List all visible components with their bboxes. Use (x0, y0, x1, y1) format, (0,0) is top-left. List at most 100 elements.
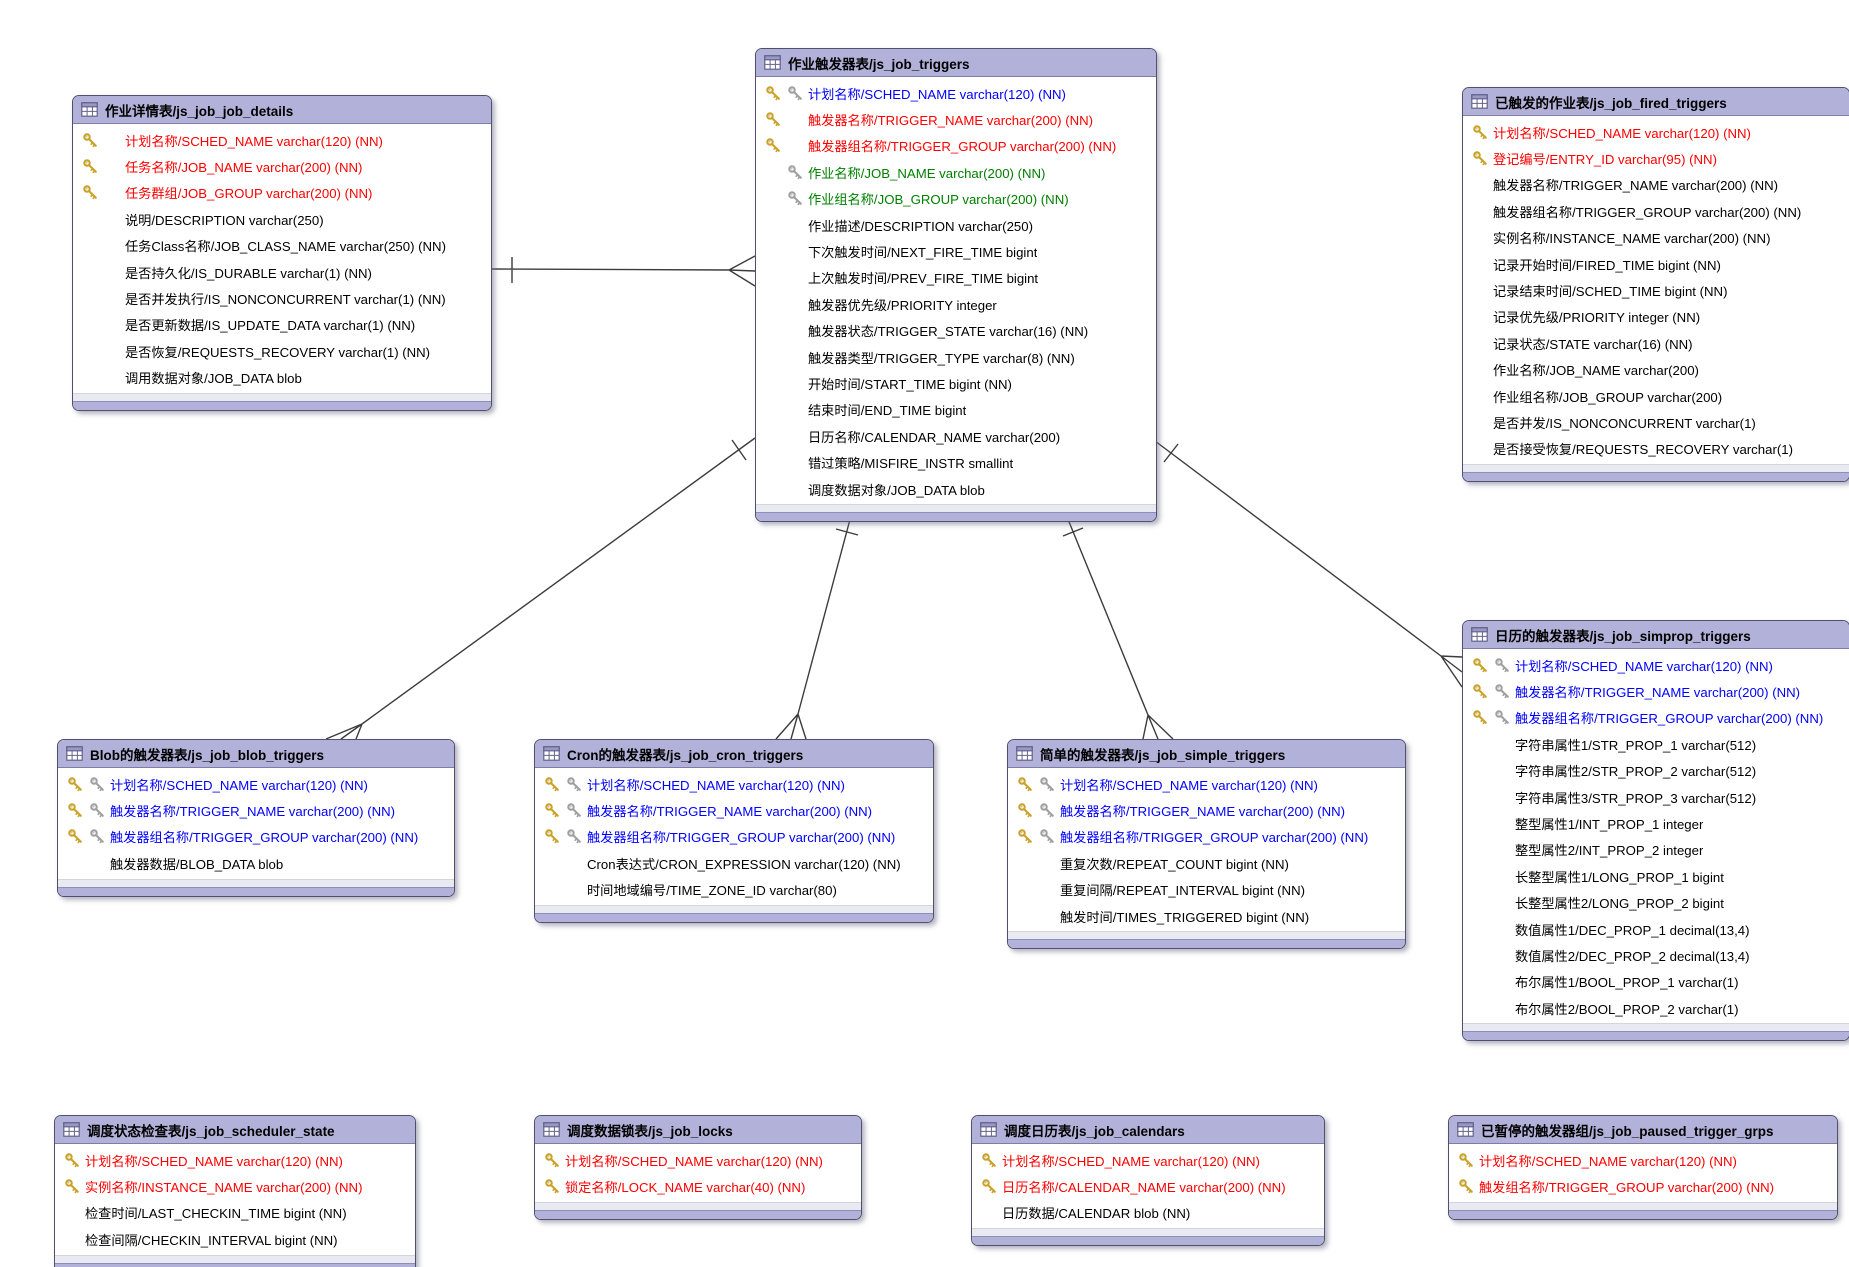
field-row[interactable]: 触发器组名称/TRIGGER_GROUP varchar(200) (NN) (762, 133, 1152, 159)
field-row[interactable]: 是否接受恢复/REQUESTS_RECOVERY varchar(1) (1469, 436, 1845, 462)
field-row[interactable]: 开始时间/START_TIME bigint (NN) (762, 370, 1152, 396)
field-row[interactable]: 布尔属性1/BOOL_PROP_1 varchar(1) (1469, 969, 1845, 995)
field-row[interactable]: 任务Class名称/JOB_CLASS_NAME varchar(250) (N… (79, 233, 487, 259)
field-row[interactable]: 重复次数/REPEAT_COUNT bigint (NN) (1014, 850, 1401, 876)
field-row[interactable]: 计划名称/SCHED_NAME varchar(120) (NN) (978, 1147, 1320, 1173)
field-row[interactable]: 调度数据对象/JOB_DATA blob (762, 476, 1152, 502)
table-header[interactable]: 调度状态检查表/js_job_scheduler_state (55, 1116, 415, 1144)
table-header[interactable]: 作业详情表/js_job_job_details (73, 96, 491, 124)
field-row[interactable]: 触发器名称/TRIGGER_NAME varchar(200) (NN) (64, 797, 450, 823)
field-row[interactable]: 触发器名称/TRIGGER_NAME varchar(200) (NN) (762, 106, 1152, 132)
field-row[interactable]: 数值属性1/DEC_PROP_1 decimal(13,4) (1469, 916, 1845, 942)
field-row[interactable]: 计划名称/SCHED_NAME varchar(120) (NN) (64, 771, 450, 797)
table-header[interactable]: 已触发的作业表/js_job_fired_triggers (1463, 88, 1849, 116)
field-row[interactable]: 日历数据/CALENDAR blob (NN) (978, 1200, 1320, 1226)
field-row[interactable]: 整型属性1/INT_PROP_1 integer (1469, 810, 1845, 836)
field-row[interactable]: 记录状态/STATE varchar(16) (NN) (1469, 330, 1845, 356)
field-row[interactable]: 触发时间/TIMES_TRIGGERED bigint (NN) (1014, 903, 1401, 929)
field-row[interactable]: 触发器组名称/TRIGGER_GROUP varchar(200) (NN) (1014, 824, 1401, 850)
table-js-job-locks[interactable]: 调度数据锁表/js_job_locks 计划名称/SCHED_NAME varch… (534, 1115, 862, 1220)
relationship-triggers-to-cron-triggers[interactable] (775, 511, 859, 740)
field-row[interactable]: 是否持久化/IS_DURABLE varchar(1) (NN) (79, 259, 487, 285)
field-row[interactable]: 实例名称/INSTANCE_NAME varchar(200) (NN) (61, 1173, 411, 1199)
field-row[interactable]: 计划名称/SCHED_NAME varchar(120) (NN) (541, 771, 929, 797)
table-js-job-cron-triggers[interactable]: Cron的触发器表/js_job_cron_triggers 计划名称/SCHED… (534, 739, 934, 923)
field-row[interactable]: 计划名称/SCHED_NAME varchar(120) (NN) (61, 1147, 411, 1173)
field-row[interactable]: 长整型属性1/LONG_PROP_1 bigint (1469, 863, 1845, 889)
field-row[interactable]: 触发器数据/BLOB_DATA blob (64, 850, 450, 876)
field-row[interactable]: 作业名称/JOB_NAME varchar(200) (NN) (762, 159, 1152, 185)
field-row[interactable]: 触发器名称/TRIGGER_NAME varchar(200) (NN) (541, 797, 929, 823)
field-row[interactable]: 是否并发执行/IS_NONCONCURRENT varchar(1) (NN) (79, 285, 487, 311)
table-js-job-job-details[interactable]: 作业详情表/js_job_job_details 计划名称/SCHED_NAME … (72, 95, 492, 411)
table-js-job-calendars[interactable]: 调度日历表/js_job_calendars 计划名称/SCHED_NAME va… (971, 1115, 1325, 1247)
table-js-job-triggers[interactable]: 作业触发器表/js_job_triggers 计划名称/SCHED_NAME va… (755, 48, 1157, 523)
field-row[interactable]: Cron表达式/CRON_EXPRESSION varchar(120) (NN… (541, 850, 929, 876)
table-header[interactable]: 日历的触发器表/js_job_simprop_triggers (1463, 621, 1849, 649)
field-row[interactable]: 登记编号/ENTRY_ID varchar(95) (NN) (1469, 145, 1845, 171)
field-row[interactable]: 日历名称/CALENDAR_NAME varchar(200) (NN) (978, 1173, 1320, 1199)
field-row[interactable]: 布尔属性2/BOOL_PROP_2 varchar(1) (1469, 995, 1845, 1021)
field-row[interactable]: 结束时间/END_TIME bigint (762, 397, 1152, 423)
field-row[interactable]: 是否恢复/REQUESTS_RECOVERY varchar(1) (NN) (79, 338, 487, 364)
field-row[interactable]: 触发器组名称/TRIGGER_GROUP varchar(200) (NN) (1469, 705, 1845, 731)
field-row[interactable]: 计划名称/SCHED_NAME varchar(120) (NN) (1014, 771, 1401, 797)
field-row[interactable]: 记录开始时间/FIRED_TIME bigint (NN) (1469, 251, 1845, 277)
table-header[interactable]: 作业触发器表/js_job_triggers (756, 49, 1156, 77)
field-row[interactable]: 触发器类型/TRIGGER_TYPE varchar(8) (NN) (762, 344, 1152, 370)
field-row[interactable]: 触发器状态/TRIGGER_STATE varchar(16) (NN) (762, 318, 1152, 344)
field-row[interactable]: 触发器名称/TRIGGER_NAME varchar(200) (NN) (1469, 678, 1845, 704)
table-js-job-simple-triggers[interactable]: 简单的触发器表/js_job_simple_triggers 计划名称/SCHED… (1007, 739, 1406, 950)
field-row[interactable]: 整型属性2/INT_PROP_2 integer (1469, 837, 1845, 863)
field-row[interactable]: 作业组名称/JOB_GROUP varchar(200) (NN) (762, 186, 1152, 212)
field-row[interactable]: 是否更新数据/IS_UPDATE_DATA varchar(1) (NN) (79, 312, 487, 338)
table-header[interactable]: 已暂停的触发器组/js_job_paused_trigger_grps (1449, 1116, 1837, 1144)
field-row[interactable]: 错过策略/MISFIRE_INSTR smallint (762, 449, 1152, 475)
field-row[interactable]: 触发器名称/TRIGGER_NAME varchar(200) (NN) (1469, 172, 1845, 198)
field-row[interactable]: 触发组名称/TRIGGER_GROUP varchar(200) (NN) (1455, 1173, 1833, 1199)
field-row[interactable]: 调用数据对象/JOB_DATA blob (79, 365, 487, 391)
field-row[interactable]: 字符串属性1/STR_PROP_1 varchar(512) (1469, 731, 1845, 757)
table-js-job-paused-trigger-grps[interactable]: 已暂停的触发器组/js_job_paused_trigger_grps 计划名称/… (1448, 1115, 1838, 1220)
field-row[interactable]: 触发器名称/TRIGGER_NAME varchar(200) (NN) (1014, 797, 1401, 823)
field-row[interactable]: 计划名称/SCHED_NAME varchar(120) (NN) (79, 127, 487, 153)
field-row[interactable]: 锁定名称/LOCK_NAME varchar(40) (NN) (541, 1173, 857, 1199)
field-row[interactable]: 任务群组/JOB_GROUP varchar(200) (NN) (79, 180, 487, 206)
field-row[interactable]: 日历名称/CALENDAR_NAME varchar(200) (762, 423, 1152, 449)
field-row[interactable]: 计划名称/SCHED_NAME varchar(120) (NN) (1469, 119, 1845, 145)
relationship-triggers-to-simprop-triggers[interactable] (1154, 440, 1463, 688)
field-row[interactable]: 触发器优先级/PRIORITY integer (762, 291, 1152, 317)
relationship-job-details-to-triggers[interactable] (489, 255, 756, 287)
field-row[interactable]: 作业名称/JOB_NAME varchar(200) (1469, 357, 1845, 383)
field-row[interactable]: 上次触发时间/PREV_FIRE_TIME bigint (762, 265, 1152, 291)
field-row[interactable]: 字符串属性2/STR_PROP_2 varchar(512) (1469, 758, 1845, 784)
table-js-job-blob-triggers[interactable]: Blob的触发器表/js_job_blob_triggers 计划名称/SCHED… (57, 739, 455, 897)
field-row[interactable]: 下次触发时间/NEXT_FIRE_TIME bigint (762, 238, 1152, 264)
field-row[interactable]: 时间地域编号/TIME_ZONE_ID varchar(80) (541, 877, 929, 903)
field-row[interactable]: 触发器组名称/TRIGGER_GROUP varchar(200) (NN) (1469, 198, 1845, 224)
table-js-job-fired-triggers[interactable]: 已触发的作业表/js_job_fired_triggers 计划名称/SCHED_… (1462, 87, 1849, 483)
field-row[interactable]: 检查时间/LAST_CHECKIN_TIME bigint (NN) (61, 1200, 411, 1226)
table-header[interactable]: 调度日历表/js_job_calendars (972, 1116, 1324, 1144)
field-row[interactable]: 任务名称/JOB_NAME varchar(200) (NN) (79, 153, 487, 179)
table-header[interactable]: Blob的触发器表/js_job_blob_triggers (58, 740, 454, 768)
field-row[interactable]: 检查间隔/CHECKIN_INTERVAL bigint (NN) (61, 1226, 411, 1252)
field-row[interactable]: 计划名称/SCHED_NAME varchar(120) (NN) (762, 80, 1152, 106)
field-row[interactable]: 记录结束时间/SCHED_TIME bigint (NN) (1469, 277, 1845, 303)
field-row[interactable]: 计划名称/SCHED_NAME varchar(120) (NN) (1455, 1147, 1833, 1173)
table-header[interactable]: Cron的触发器表/js_job_cron_triggers (535, 740, 933, 768)
field-row[interactable]: 字符串属性3/STR_PROP_3 varchar(512) (1469, 784, 1845, 810)
field-row[interactable]: 触发器组名称/TRIGGER_GROUP varchar(200) (NN) (64, 824, 450, 850)
field-row[interactable]: 作业组名称/JOB_GROUP varchar(200) (1469, 383, 1845, 409)
field-row[interactable]: 计划名称/SCHED_NAME varchar(120) (NN) (541, 1147, 857, 1173)
field-row[interactable]: 重复间隔/REPEAT_INTERVAL bigint (NN) (1014, 877, 1401, 903)
field-row[interactable]: 作业描述/DESCRIPTION varchar(250) (762, 212, 1152, 238)
field-row[interactable]: 触发器组名称/TRIGGER_GROUP varchar(200) (NN) (541, 824, 929, 850)
table-header[interactable]: 调度数据锁表/js_job_locks (535, 1116, 861, 1144)
field-row[interactable]: 记录优先级/PRIORITY integer (NN) (1469, 304, 1845, 330)
relationship-triggers-to-simple-triggers[interactable] (1062, 511, 1174, 740)
table-header[interactable]: 简单的触发器表/js_job_simple_triggers (1008, 740, 1405, 768)
table-js-job-scheduler-state[interactable]: 调度状态检查表/js_job_scheduler_state 计划名称/SCHED… (54, 1115, 416, 1267)
field-row[interactable]: 数值属性2/DEC_PROP_2 decimal(13,4) (1469, 942, 1845, 968)
